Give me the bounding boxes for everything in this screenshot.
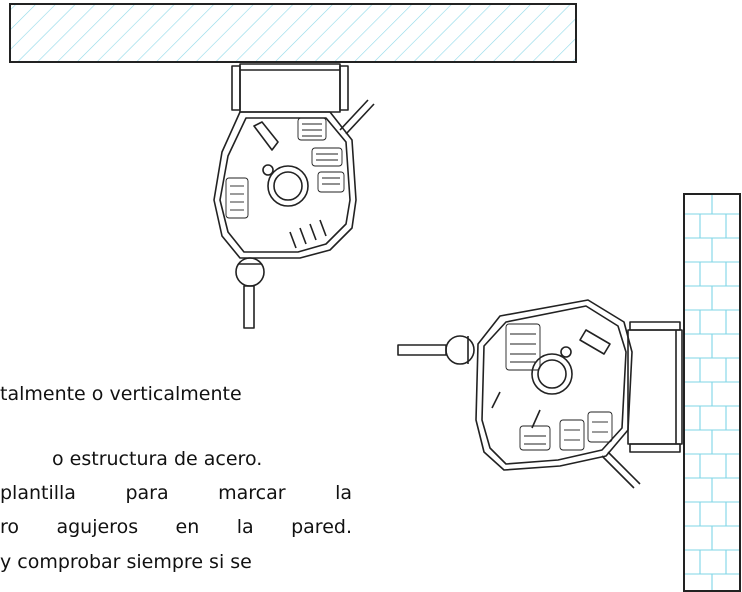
instruction-line-3: plantilla para marcar la: [0, 482, 352, 504]
instruction-line-4: ro agujeros en la pared.: [0, 516, 352, 538]
instruction-line-5: y comprobar siempre si se: [0, 551, 252, 573]
hose-reel-ceiling-mount-icon: [213, 63, 375, 329]
hose-reel-wall-mount-icon: [397, 299, 683, 489]
instruction-line-2: o estructura de acero.: [52, 448, 263, 470]
instruction-line-1: talmente o verticalmente: [0, 383, 242, 405]
ceiling-hatched-icon: [9, 3, 577, 63]
brick-wall-icon: [683, 193, 741, 592]
